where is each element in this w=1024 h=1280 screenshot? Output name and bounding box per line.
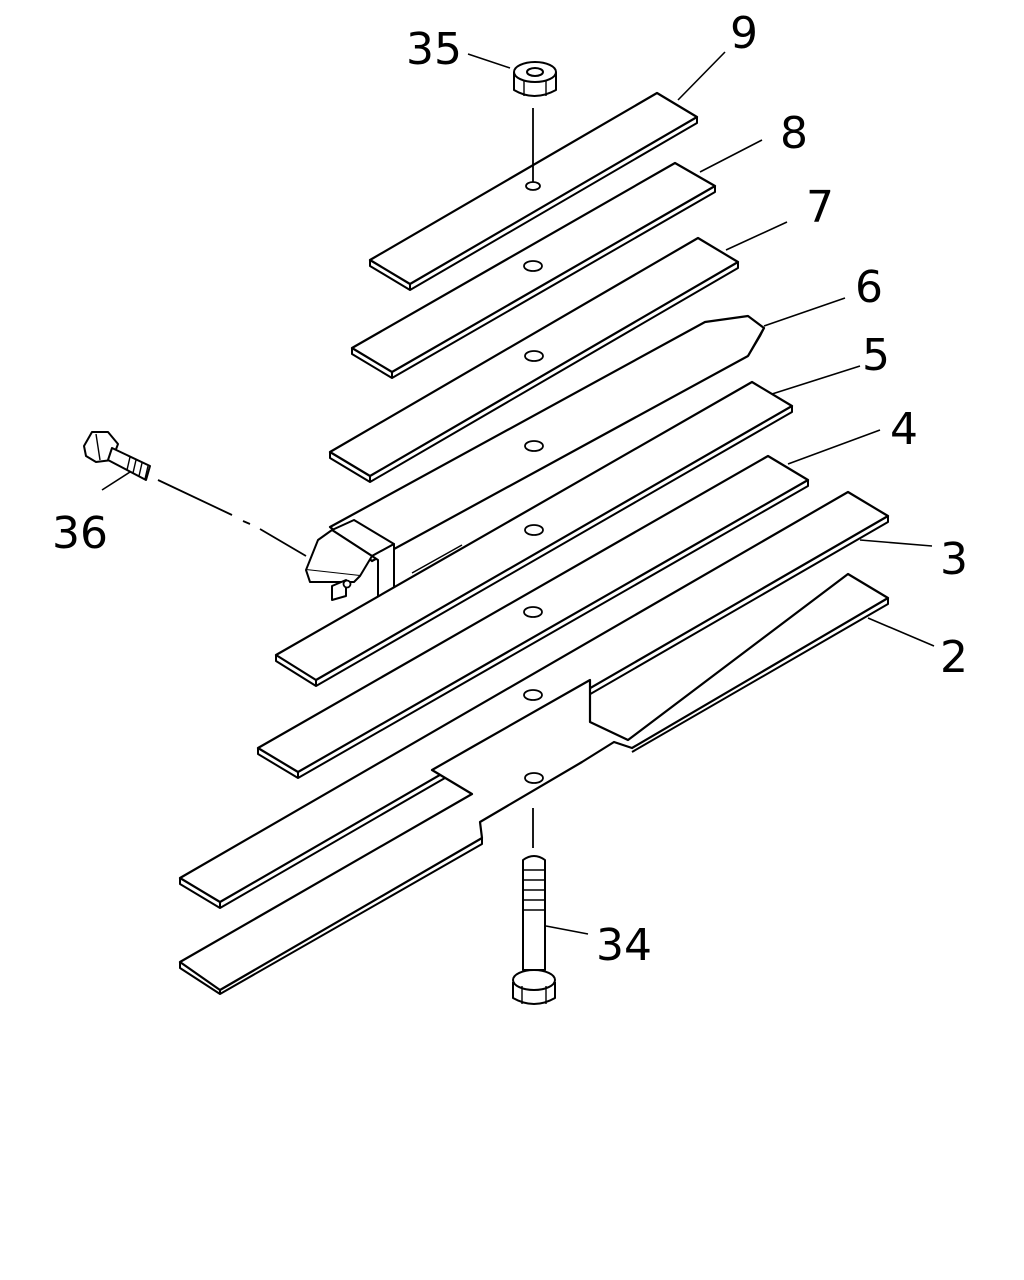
leaf-8-center-hole — [523, 260, 543, 272]
callout-6: 6 — [855, 262, 883, 313]
center-bolt-34 — [512, 855, 556, 1005]
leader-lines — [101, 51, 935, 935]
callout-35: 35 — [406, 24, 462, 75]
leaf-9-center-hole — [525, 181, 541, 191]
bolt-36-axis — [157, 479, 307, 557]
leaf-6-center-hole — [524, 440, 544, 452]
nut-35 — [513, 61, 557, 97]
bolt-36 — [83, 431, 151, 481]
leaf-2 — [178, 572, 890, 995]
leaf-8 — [350, 161, 717, 379]
callout-2: 2 — [940, 632, 968, 683]
leaf-4-center-hole — [523, 606, 543, 618]
callout-5: 5 — [862, 330, 890, 381]
callout-36: 36 — [52, 508, 108, 559]
callout-9: 9 — [730, 8, 758, 59]
callout-3: 3 — [940, 534, 968, 585]
leaf-5-center-hole — [524, 524, 544, 536]
leaf-3-center-hole — [523, 689, 543, 701]
callout-7: 7 — [806, 182, 834, 233]
leaf-6 — [328, 314, 766, 563]
callout-8: 8 — [780, 108, 808, 159]
leaf-5 — [274, 380, 794, 687]
callout-4: 4 — [890, 404, 918, 455]
leaf-3 — [178, 490, 890, 909]
leaf-7 — [328, 236, 740, 483]
clamp-bracket — [305, 519, 463, 623]
leaf-4 — [256, 454, 810, 779]
callout-34: 34 — [596, 920, 652, 971]
leaf-2-center-hole — [524, 772, 544, 784]
leaf-7-center-hole — [524, 350, 544, 362]
